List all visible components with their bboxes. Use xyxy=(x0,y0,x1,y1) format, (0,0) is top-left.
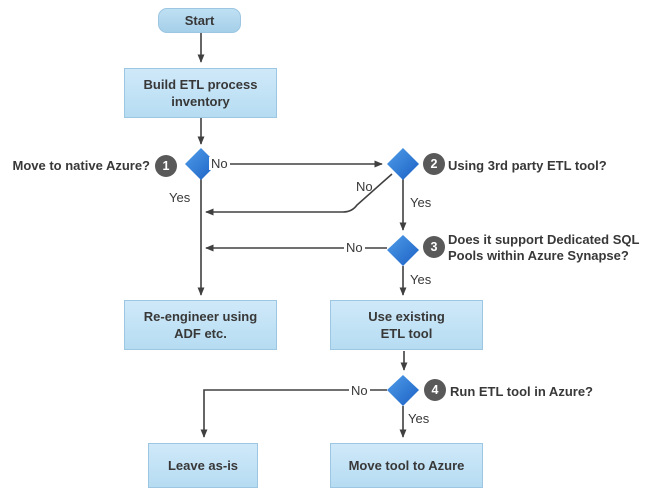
move-tool-to-azure-node: Move tool to Azure xyxy=(330,443,483,488)
decision-2-badge-icon: 2 xyxy=(423,153,445,175)
decision-3-question-line1: Does it support Dedicated SQL xyxy=(448,232,640,247)
edge-label-decision3-no: No xyxy=(344,240,365,255)
leave-as-is-node: Leave as-is xyxy=(148,443,258,488)
decision-3-badge-icon: 3 xyxy=(423,236,445,258)
decision-3-number: 3 xyxy=(430,240,438,254)
decision-1-number: 1 xyxy=(162,159,170,173)
start-node-label: Start xyxy=(184,13,215,28)
arrow-decision2-no-to-left-line xyxy=(205,173,393,216)
edge-label-decision2-yes: Yes xyxy=(408,195,434,210)
build-etl-inventory-node: Build ETL process inventory xyxy=(124,68,277,118)
build-etl-inventory-label: Build ETL process inventory xyxy=(144,76,258,110)
reengineer-adf-label: Re-engineer using ADF etc. xyxy=(144,308,257,342)
edge-label-decision2-no: No xyxy=(356,179,373,194)
decision-2-question: Using 3rd party ETL tool? xyxy=(448,158,607,173)
use-existing-etl-node: Use existing ETL tool xyxy=(330,300,483,350)
decision-4-number: 4 xyxy=(431,383,439,397)
reengineer-adf-node: Re-engineer using ADF etc. xyxy=(124,300,277,350)
decision-1-diamond-icon xyxy=(185,148,217,180)
build-etl-inventory-line2: inventory xyxy=(171,94,230,109)
decision-3-diamond-icon xyxy=(387,235,419,266)
build-etl-inventory-line1: Build ETL process xyxy=(143,77,258,92)
edge-label-decision4-yes: Yes xyxy=(406,411,432,426)
decision-1-question: Move to native Azure? xyxy=(12,158,150,173)
decision-3-question: Does it support Dedicated SQL Pools with… xyxy=(448,232,639,264)
decision-4-badge-icon: 4 xyxy=(424,379,446,401)
decision-3-question-line2: Pools within Azure Synapse? xyxy=(448,248,629,263)
decision-2-number: 2 xyxy=(430,157,438,171)
use-existing-etl-line2: ETL tool xyxy=(380,326,433,341)
arrow-decision4-no-to-leave-as-is xyxy=(200,389,387,438)
edge-label-decision1-no: No xyxy=(209,156,230,171)
decision-4-diamond-icon xyxy=(387,375,419,406)
edge-label-decision1-yes: Yes xyxy=(167,190,193,205)
edge-label-decision3-yes: Yes xyxy=(408,272,434,287)
edge-label-decision4-no: No xyxy=(349,383,370,398)
use-existing-etl-label: Use existing ETL tool xyxy=(368,308,445,342)
reengineer-adf-line1: Re-engineer using xyxy=(143,309,258,324)
decision-1-badge-icon: 1 xyxy=(155,155,177,177)
decision-2-diamond-icon xyxy=(387,148,419,180)
reengineer-adf-line2: ADF etc. xyxy=(174,326,227,341)
leave-as-is-label: Leave as-is xyxy=(167,458,239,473)
use-existing-etl-line1: Use existing xyxy=(368,309,445,324)
decision-4-question: Run ETL tool in Azure? xyxy=(450,384,593,399)
move-tool-to-azure-label: Move tool to Azure xyxy=(348,458,465,473)
start-node: Start xyxy=(158,8,241,33)
